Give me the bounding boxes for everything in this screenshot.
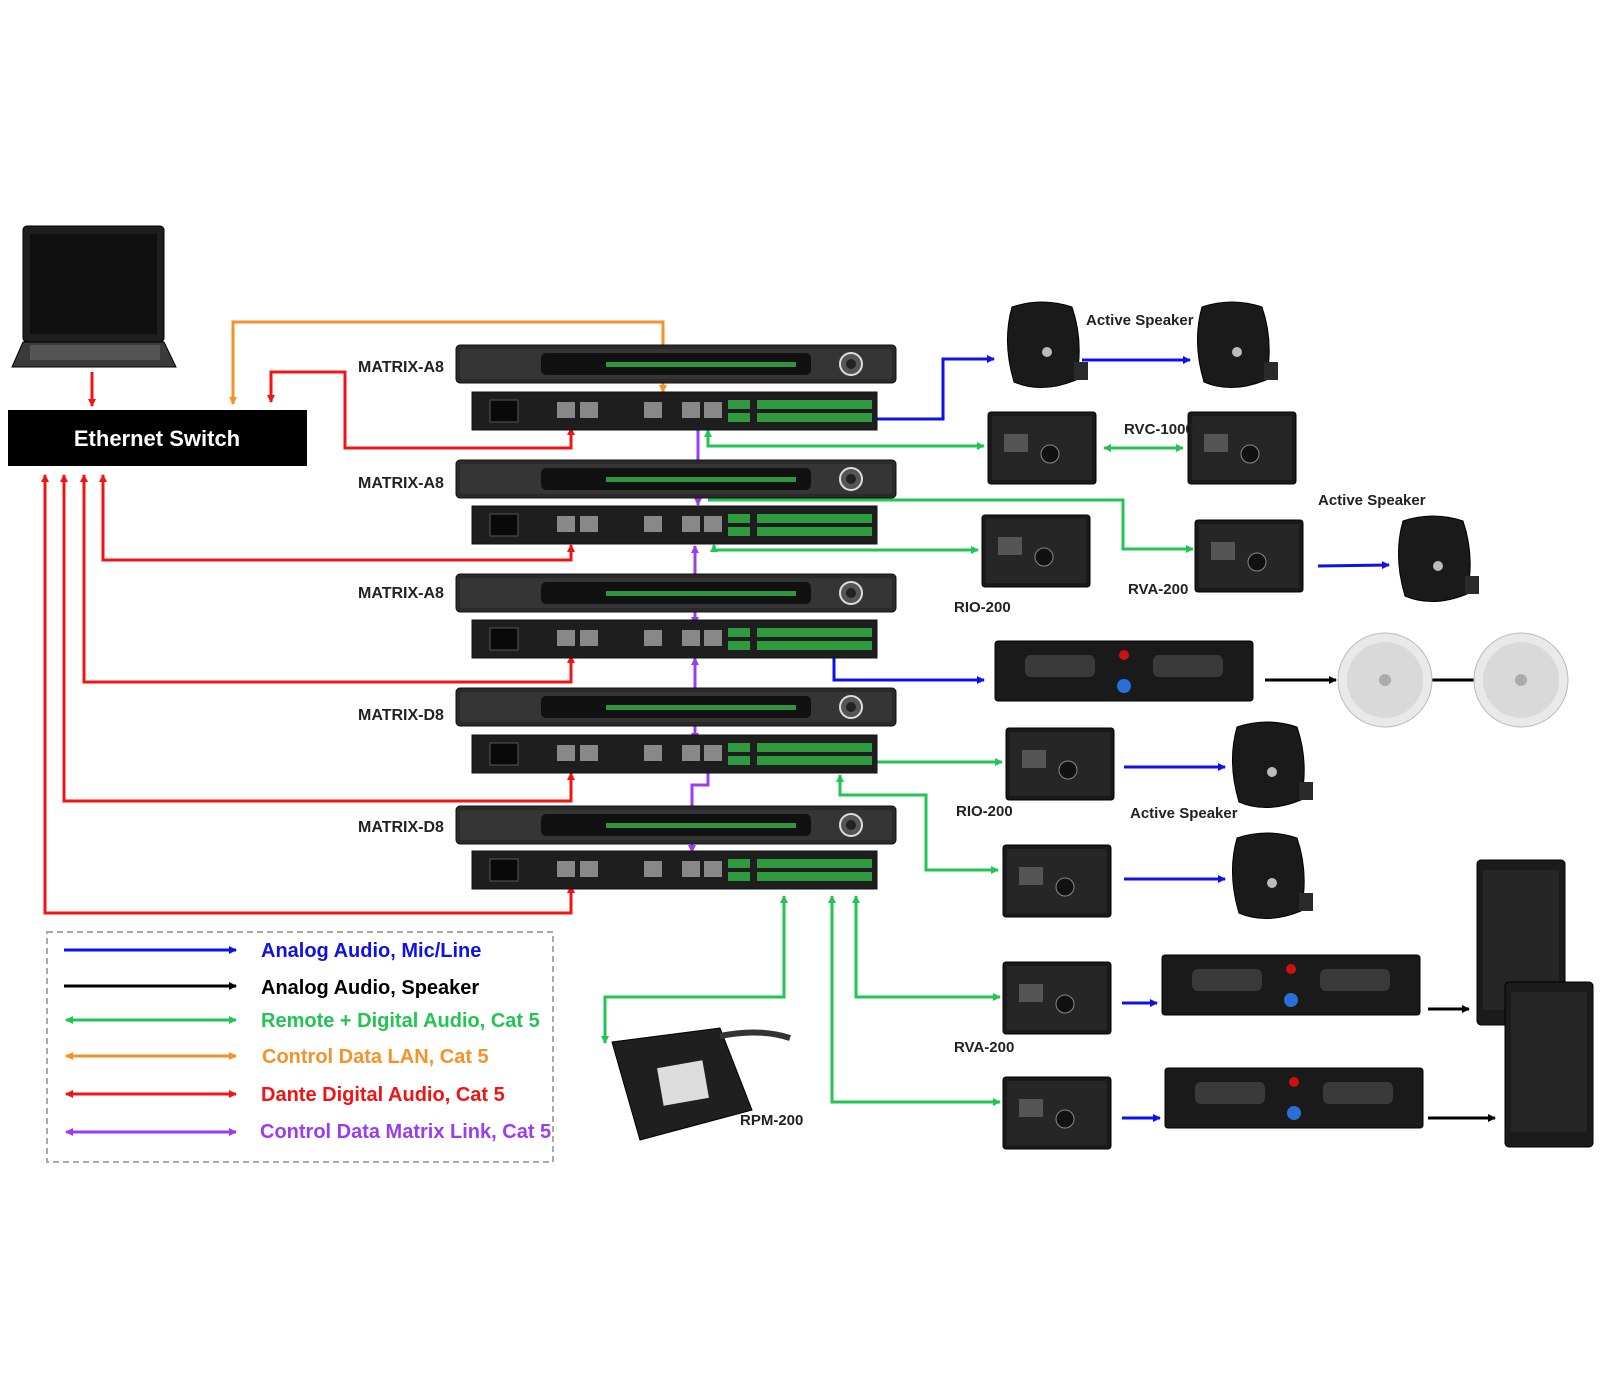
matrix-d8-unit-1: MATRIX-D8 [358, 687, 897, 774]
remote-line-9 [852, 895, 1001, 1001]
legend-label-dante: Dante Digital Audio, Cat 5 [261, 1084, 505, 1106]
active-speaker-icon [1231, 832, 1314, 920]
legend-label-analog-speaker: Analog Audio, Speaker [261, 977, 479, 999]
rack-unit-icon [455, 344, 897, 384]
matrix-a8-unit-2: MATRIX-A8 [358, 459, 897, 545]
wall-panel-icon [1187, 411, 1297, 485]
wall-panel-icon [1002, 844, 1112, 918]
legend-label-control-lan: Control Data LAN, Cat 5 [262, 1046, 489, 1068]
rva-200-label-a: RVA-200 [1128, 581, 1188, 598]
laptop-icon [11, 225, 177, 368]
dante-cable-1 [267, 370, 575, 450]
ceiling-speaker-icon [1337, 632, 1433, 728]
wall-panel-icon [1002, 1076, 1112, 1150]
remote-line-4 [710, 544, 979, 554]
analog-line-1 [870, 355, 995, 421]
rva-200-label-b: RVA-200 [954, 1039, 1014, 1056]
wall-panel-icon [1005, 727, 1115, 801]
legend-item-dante: Dante Digital Audio, Cat 5 [65, 1084, 505, 1106]
matrix-d8-unit-2: MATRIX-D8 [358, 805, 897, 890]
legend-label-matrix-link: Control Data Matrix Link, Cat 5 [260, 1121, 551, 1143]
legend-item-analog-mic: Analog Audio, Mic/Line [64, 940, 481, 962]
remote-line-6 [836, 774, 999, 874]
remote-line-1 [704, 429, 985, 450]
matrix-a8-unit-1: MATRIX-A8 [358, 344, 897, 431]
ethernet-switch-label: Ethernet Switch [74, 426, 240, 451]
rvc-1000-label: RVC-1000 [1124, 421, 1194, 438]
loudspeaker-cabinet-icon [1504, 981, 1594, 1148]
active-speaker-icon [1397, 515, 1480, 603]
rpm-200-label: RPM-200 [740, 1112, 803, 1129]
paging-mic-icon [611, 1027, 791, 1141]
legend-item-matrix-link: Control Data Matrix Link, Cat 5 [65, 1121, 551, 1143]
remote-line-7 [601, 895, 788, 1044]
ceiling-speaker-icon [1473, 632, 1569, 728]
wall-panel-icon [981, 514, 1091, 588]
dante-cable-5 [41, 474, 575, 915]
legend: Analog Audio, Mic/Line Analog Audio, Spe… [46, 931, 554, 1163]
wall-panel-icon [1002, 961, 1112, 1035]
legend-label-remote-digital: Remote + Digital Audio, Cat 5 [261, 1010, 540, 1032]
matrix-a8-unit-3: MATRIX-A8 [358, 573, 897, 659]
rio-200-label-a: RIO-200 [954, 599, 1011, 616]
analog-line-3 [1317, 561, 1390, 570]
wall-panel-icon [987, 411, 1097, 485]
matrix-a8-label-3: MATRIX-A8 [358, 585, 444, 602]
ethernet-switch: Ethernet Switch [8, 410, 307, 466]
matrix-a8-label-1: MATRIX-A8 [358, 359, 444, 376]
matrix-a8-label-2: MATRIX-A8 [358, 475, 444, 492]
active-speaker-icon [1231, 721, 1314, 809]
legend-item-analog-speaker: Analog Audio, Speaker [64, 977, 479, 999]
power-amplifier-icon [1164, 1067, 1424, 1129]
legend-label-analog-mic: Analog Audio, Mic/Line [261, 940, 481, 962]
legend-item-remote-digital: Remote + Digital Audio, Cat 5 [65, 1010, 540, 1032]
active-speaker-label-top: Active Speaker [1086, 312, 1194, 329]
rio-200-label-b: RIO-200 [956, 803, 1013, 820]
remote-line-8 [828, 895, 1001, 1106]
active-speaker-icon [1196, 301, 1279, 389]
power-amplifier-icon [994, 640, 1254, 702]
wall-panel-icon [1194, 519, 1304, 593]
active-speaker-label-mid: Active Speaker [1130, 805, 1238, 822]
active-speaker-icon [1006, 301, 1089, 389]
matrix-d8-label-2: MATRIX-D8 [358, 819, 444, 836]
matrix-d8-label-1: MATRIX-D8 [358, 707, 444, 724]
active-speaker-label-right: Active Speaker [1318, 492, 1426, 509]
power-amplifier-icon [1161, 954, 1421, 1016]
remote-line-3 [708, 498, 1194, 553]
legend-item-control-lan: Control Data LAN, Cat 5 [65, 1046, 489, 1068]
